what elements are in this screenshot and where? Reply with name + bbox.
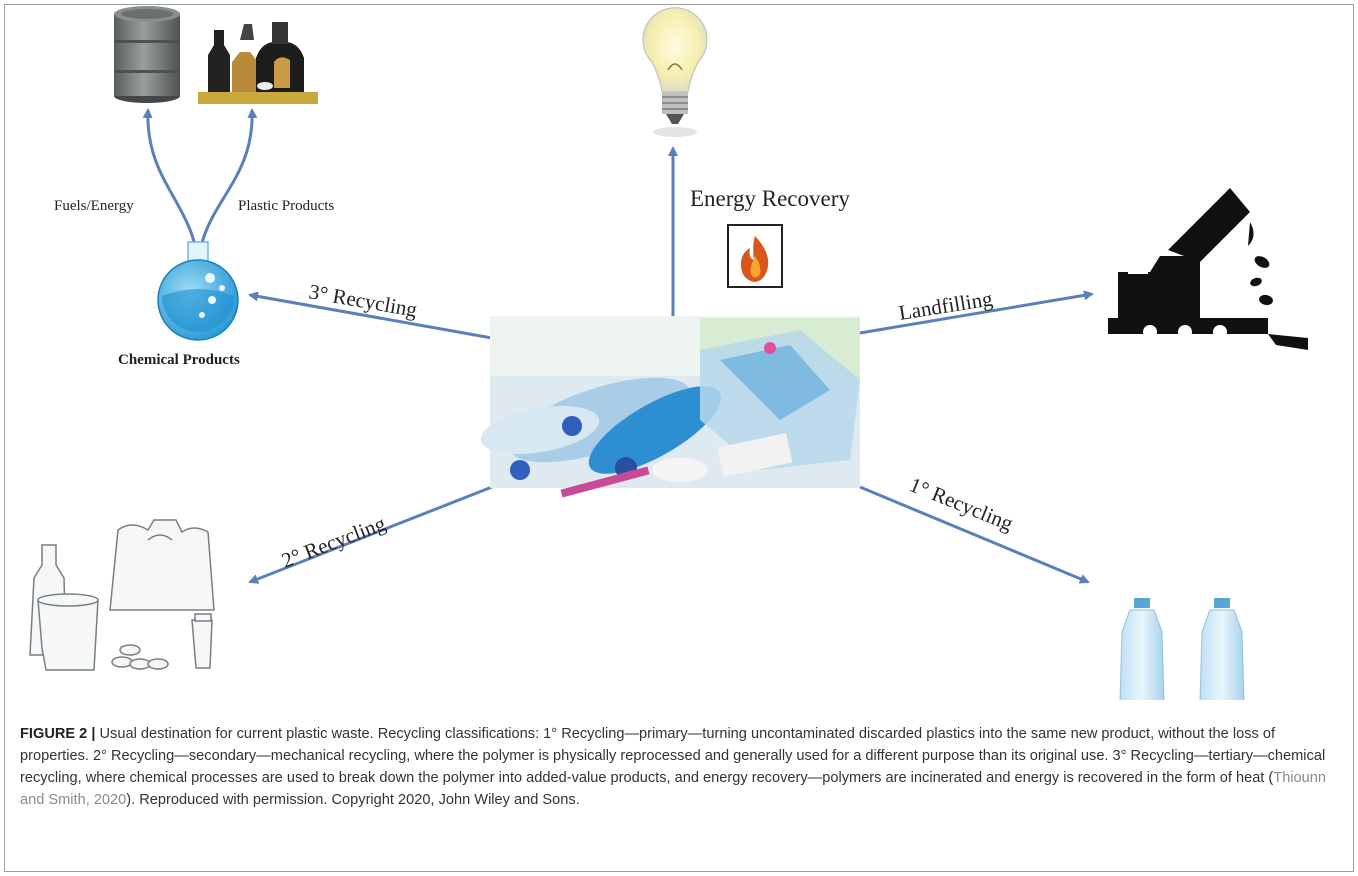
- arrow-landfilling: [859, 290, 1094, 335]
- recycling-diagram: Fuels/Energy Plastic Products Chemical P…: [29, 6, 1308, 700]
- arrow-tertiary: [248, 291, 493, 340]
- secondary-products-icon: [29, 519, 215, 671]
- arrows: [142, 108, 1094, 584]
- flame-icon: [727, 224, 783, 288]
- figure-caption: FIGURE 2 | Usual destination for current…: [20, 723, 1338, 811]
- caption-citation-link[interactable]: Thiounn and Smith, 2020: [20, 770, 1327, 808]
- recycled-bottles-icon: [1119, 598, 1245, 700]
- label-primary: 1° Recycling: [906, 472, 1017, 535]
- chemical-flask-icon: [157, 241, 239, 341]
- arrow-secondary: [248, 485, 493, 584]
- label-energy-recovery: Energy Recovery: [690, 186, 850, 211]
- arrow-primary: [859, 485, 1090, 584]
- light-bulb-icon: [642, 7, 708, 137]
- label-chemical-products: Chemical Products: [118, 352, 240, 368]
- label-plastic-products: Plastic Products: [238, 198, 334, 214]
- label-fuels: Fuels/Energy: [54, 198, 134, 214]
- caption-text-b: ). Reproduced with permission. Copyright…: [126, 792, 580, 808]
- landfill-truck-icon: [1108, 188, 1308, 350]
- label-secondary: 2° Recycling: [278, 511, 389, 573]
- fuel-barrel-icon: [114, 6, 180, 103]
- plastic-products-icon: [198, 22, 318, 104]
- plastic-waste-photo: [480, 316, 860, 498]
- figure-label: FIGURE 2 |: [20, 726, 96, 742]
- caption-text-a: Usual destination for current plastic wa…: [20, 726, 1326, 786]
